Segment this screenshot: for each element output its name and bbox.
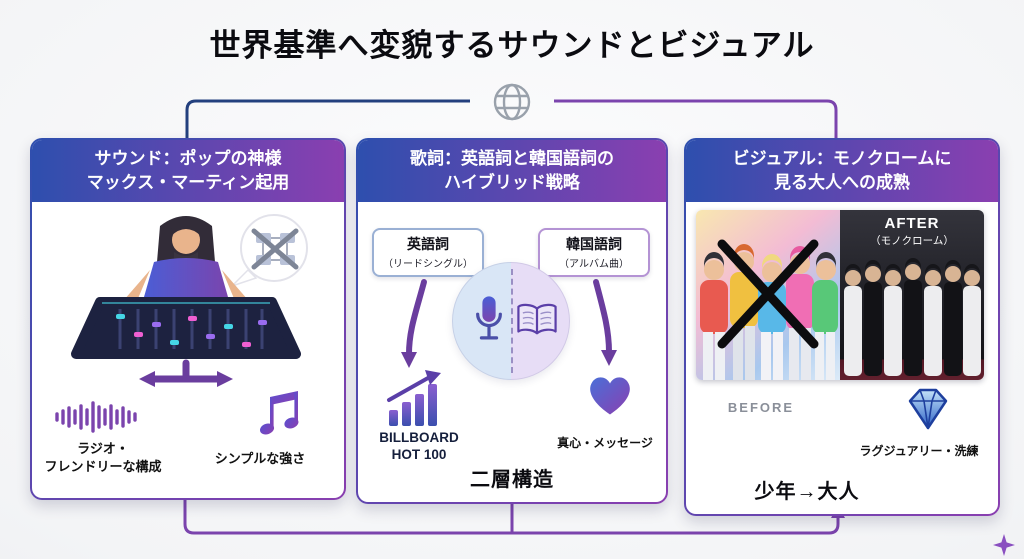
korean-lyrics-title: 韓国語詞 <box>566 236 622 253</box>
flow-arrow-right-head <box>601 350 617 367</box>
hybrid-split-circle <box>452 262 570 381</box>
after-photo: AFTER （モノクローム） <box>840 210 984 381</box>
microphone-icon <box>476 296 502 340</box>
flow-arrow-left-head <box>401 352 417 369</box>
producer-figure <box>124 216 248 309</box>
page-title: 世界基準へ変貌するサウンドとビジュアル <box>209 28 815 63</box>
sound-card-body: ラジオ・ フレンドリーな構成 シンプルな強さ <box>32 202 344 498</box>
english-lyrics-box: 英語詞 （リードシングル） <box>372 228 484 278</box>
producer-illustration <box>71 214 308 388</box>
luxury-label: ラグジュアリー・洗練 <box>859 444 979 459</box>
mixing-console <box>71 297 301 360</box>
simple-strength-label: シンプルな強さ <box>214 451 306 467</box>
bar-chart-icon <box>387 370 441 427</box>
top-connector-right <box>554 99 838 142</box>
x-mark-over-before-icon <box>717 239 819 349</box>
sound-card-header: サウンド：ポップの神様 マックス・マーティン起用 <box>32 140 344 203</box>
x-mark-icon <box>251 228 299 270</box>
split-arrows <box>150 359 222 383</box>
music-note-icon <box>259 391 299 435</box>
diamond-icon <box>908 389 948 430</box>
after-photo-figures <box>844 258 981 377</box>
after-caption: AFTER （モノクローム） <box>840 215 984 248</box>
top-connector-left <box>185 99 470 142</box>
visual-card-footer: 少年→大人 <box>754 481 860 503</box>
lyrics-card-header: 歌詞：英語詞と韓国語詞の ハイブリッド戦略 <box>358 140 666 203</box>
after-sub: （モノクローム） <box>870 235 954 248</box>
heart-message-label: 真心・メッセージ <box>557 436 653 451</box>
billboard-label: BILLBOARD HOT 100 <box>379 430 459 463</box>
lyrics-card-footer: 二層構造 <box>470 469 554 491</box>
lyrics-card-body: 英語詞 （リードシングル） 韓国語詞 （アルバム曲） <box>358 202 666 502</box>
book-icon <box>517 304 557 335</box>
visual-card-body: AFTER （モノクローム） BEFORE ラグジュアリー・洗練 <box>686 202 998 514</box>
visual-card: ビジュアル：モノクロームに 見る大人への成熟 <box>684 138 1000 516</box>
before-after-photo: AFTER （モノクローム） <box>696 210 984 381</box>
sound-card-inner: サウンド：ポップの神様 マックス・マーティン起用 <box>32 140 344 498</box>
before-label: BEFORE <box>727 400 795 416</box>
korean-lyrics-box: 韓国語詞 （アルバム曲） <box>538 228 650 278</box>
visual-card-header: ビジュアル：モノクロームに 見る大人への成熟 <box>686 140 998 203</box>
heart-icon <box>590 377 630 415</box>
console-fader-knobs <box>116 314 267 348</box>
after-title: AFTER <box>884 215 940 233</box>
korean-lyrics-sub: （アルバム曲） <box>559 259 629 271</box>
english-lyrics-sub: （リードシングル） <box>383 259 473 271</box>
sparkle-icon <box>993 534 1015 556</box>
lyrics-card-inner: 歌詞：英語詞と韓国語詞の ハイブリッド戦略 英語詞 （リードシングル） 韓国語詞… <box>358 140 666 502</box>
flow-arrow-left <box>406 279 427 358</box>
arrowhead-left <box>139 371 155 388</box>
radio-friendly-label: ラジオ・ フレンドリーな構成 <box>44 441 162 474</box>
visual-card-inner: ビジュアル：モノクロームに 見る大人への成熟 <box>686 140 998 514</box>
flow-arrow-right <box>593 279 612 356</box>
globe-icon <box>493 83 531 121</box>
sound-card: サウンド：ポップの神様 マックス・マーティン起用 <box>30 138 346 500</box>
before-photo <box>696 210 840 381</box>
english-lyrics-title: 英語詞 <box>407 236 449 253</box>
speech-bubble <box>231 214 308 287</box>
waveform-icon <box>55 401 137 433</box>
arrowhead-right <box>217 371 233 388</box>
lyrics-card: 歌詞：英語詞と韓国語詞の ハイブリッド戦略 英語詞 （リードシングル） 韓国語詞… <box>356 138 668 504</box>
